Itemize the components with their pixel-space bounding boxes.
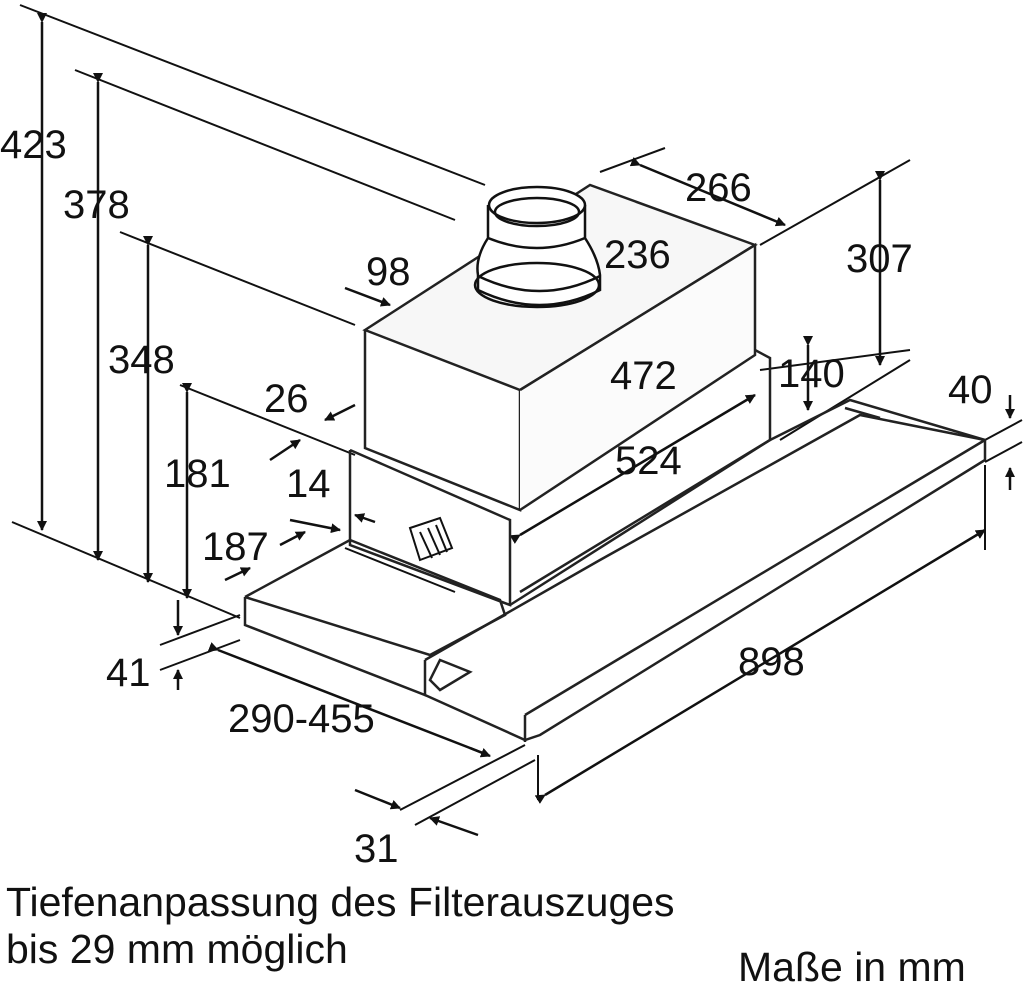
dim-label-panel-41: 41 [106,651,151,695]
control-panel [344,516,456,593]
dim-label-offset-98: 98 [366,250,411,294]
dim-label-height-181: 181 [164,452,231,496]
dim-label-height-348: 348 [108,338,175,382]
dim-label-duct-height: 307 [846,237,913,281]
dim-label-offset-14: 14 [286,462,331,506]
units-note: Maße in mm [738,944,966,990]
dim-label-body-depth-472: 472 [610,354,677,398]
dim-label-front-height-40: 40 [948,368,993,412]
dim-label-height-378: 378 [63,183,130,227]
dimension-labels: 423 378 348 181 98 26 14 187 41 290-455 … [0,123,993,871]
note-line-2: bis 29 mm möglich [6,926,348,972]
dim-label-overall-height: 423 [0,123,67,167]
dim-label-step-140: 140 [778,352,845,396]
duct-collar [473,185,602,309]
dim-label-front-31: 31 [354,827,399,871]
dim-label-duct-diameter: 236 [604,233,671,277]
dim-label-pullout-depth: 290-455 [228,697,375,741]
extension-lines [11,4,1023,826]
dim-label-depth-187: 187 [202,525,269,569]
dim-label-width-898: 898 [738,640,805,684]
note-line-1: Tiefenanpassung des Filterauszuges [6,879,675,925]
dim-label-body-depth-524: 524 [615,439,682,483]
dim-label-duct-width: 266 [685,166,752,210]
dim-label-offset-26: 26 [264,377,309,421]
